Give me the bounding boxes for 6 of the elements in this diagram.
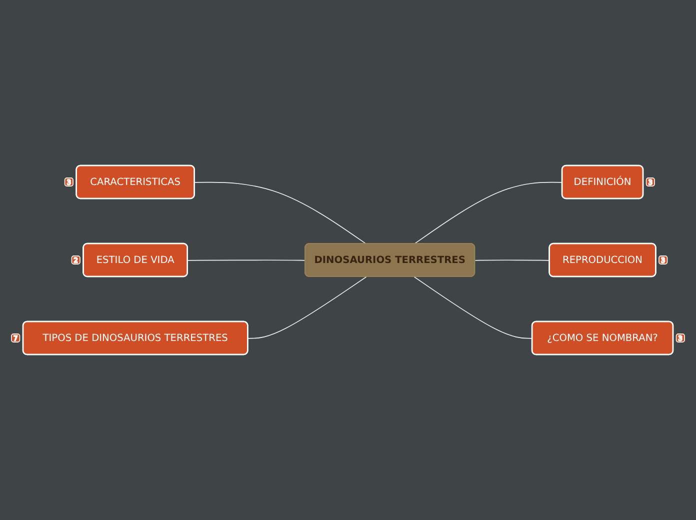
connector — [414, 182, 563, 244]
connector — [474, 260, 550, 261]
connector — [187, 260, 306, 261]
connector — [414, 276, 533, 339]
connector — [248, 276, 367, 339]
connector — [194, 182, 367, 244]
